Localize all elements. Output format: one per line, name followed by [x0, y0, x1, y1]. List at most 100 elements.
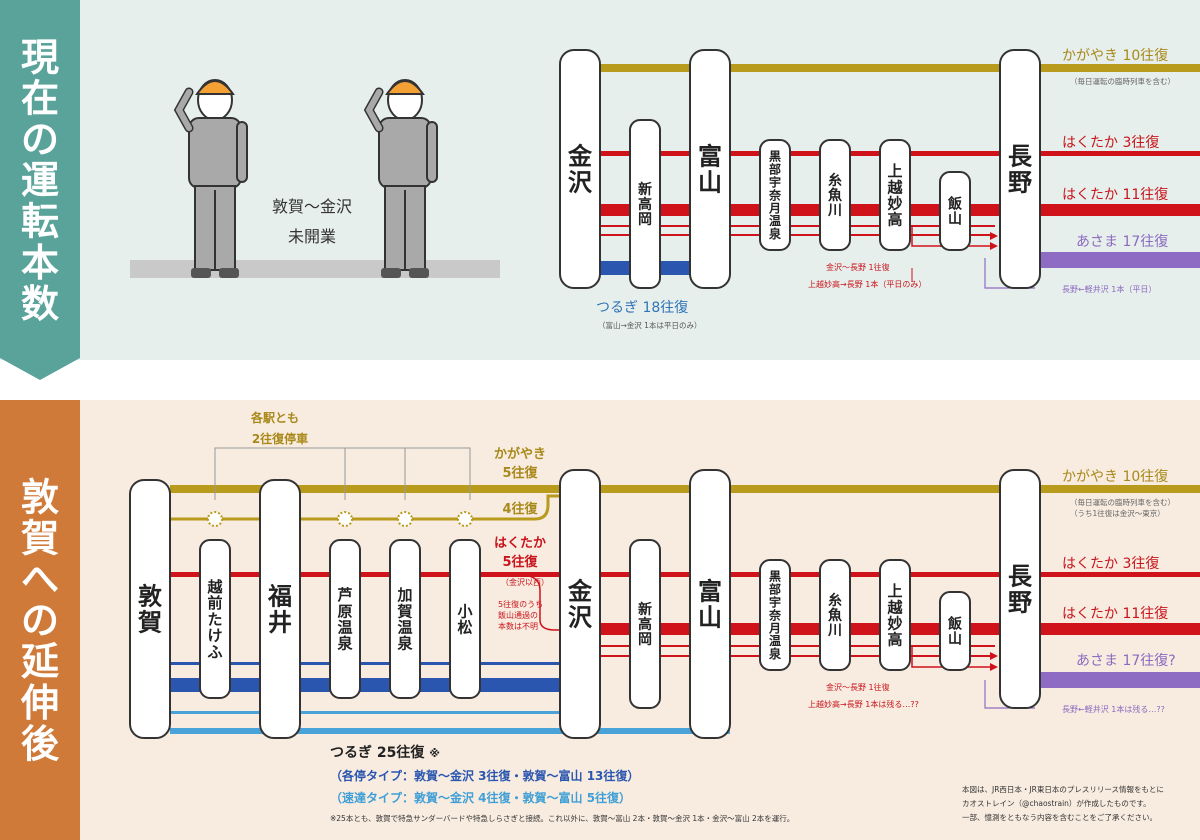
- stop-bracket: [214, 447, 471, 500]
- unopened-label-line2: 未開業: [288, 227, 336, 246]
- svg-text:運: 運: [21, 159, 59, 203]
- stop-marker-kagaonsen: [397, 511, 413, 527]
- credit-line-1: 本図は、JR西日本・JR東日本のプレスリリース情報をもとに: [962, 784, 1164, 794]
- svg-text:温: 温: [769, 634, 781, 648]
- station-label-ext-7: 新高岡: [638, 601, 652, 648]
- hakutaka11-ext-current: [1035, 204, 1200, 216]
- svg-text:黒: 黒: [769, 569, 781, 583]
- svg-text:長: 長: [1008, 143, 1033, 171]
- station-label-current-7: 長野: [1008, 143, 1033, 197]
- svg-text:松: 松: [457, 619, 472, 637]
- station-echizen-takefu: [199, 539, 231, 699]
- svg-text:芦: 芦: [337, 586, 352, 604]
- svg-text:山: 山: [948, 632, 962, 648]
- svg-text:伸: 伸: [20, 681, 59, 725]
- svg-text:賀: 賀: [137, 609, 162, 637]
- tsurugi-footnote: ※25本とも、敦賀で特急サンダーバードや特急しらさぎと接続。これ以外に、敦賀〜富…: [330, 813, 794, 823]
- tsurugi-line-ext-3: [170, 711, 575, 714]
- svg-text:妙: 妙: [887, 195, 902, 213]
- station-nagano-ext: [999, 469, 1041, 709]
- station-label-ext-6: 金沢: [567, 578, 593, 632]
- kagayaki-note-ext-1: （毎日運転の臨時列車を含む）: [1070, 497, 1175, 507]
- station-label-current-0: 金沢: [567, 143, 593, 197]
- svg-text:賀: 賀: [396, 602, 412, 620]
- svg-text:奈: 奈: [768, 187, 782, 202]
- joetsu-nagano-note-current: 上越妙高→長野 1本（平日のみ）: [808, 279, 926, 289]
- svg-text:富: 富: [698, 578, 722, 606]
- svg-text:岡: 岡: [638, 632, 652, 648]
- svg-text:現: 現: [21, 36, 59, 80]
- svg-text:飯: 飯: [947, 195, 963, 212]
- station-komatsu: [449, 539, 481, 699]
- station-nagano-current: [999, 49, 1041, 289]
- svg-text:敦: 敦: [138, 583, 163, 611]
- hakutaka-iiyama-note-1: 5往復のうち: [498, 599, 543, 609]
- svg-text:新: 新: [638, 601, 652, 618]
- arrow-head-ext-2: [990, 652, 998, 660]
- worker-illustration-right: [363, 79, 438, 278]
- hakutaka-iiyama-note-2: 飯山通過の: [498, 610, 538, 620]
- kanazawa-nagano-note-current: 金沢〜長野 1往復: [826, 262, 890, 272]
- hakutaka-3-line-current: [575, 151, 1060, 156]
- arrow-head-1: [990, 242, 998, 250]
- svg-text:高: 高: [887, 211, 902, 229]
- station-label-current-5: 上越妙高: [886, 162, 903, 229]
- svg-text:後: 後: [21, 722, 60, 766]
- svg-text:部: 部: [769, 581, 781, 596]
- svg-text:福: 福: [267, 583, 292, 611]
- svg-text:宇: 宇: [769, 174, 781, 189]
- tsurugi-summary-title: つるぎ 25往復 ※: [330, 744, 440, 761]
- kagayaki-line-ext-current: [1035, 64, 1200, 72]
- ground-bar: [130, 260, 500, 278]
- station-tsuruga: [129, 479, 171, 739]
- svg-text:高: 高: [638, 196, 652, 213]
- station-label-ext-12: 飯山: [947, 615, 963, 647]
- station-label-ext-2: 福井: [267, 583, 292, 637]
- credit-line-3: 一部、憶測をともなう内容を含むことをご了承ください。: [962, 812, 1157, 822]
- svg-text:月: 月: [768, 201, 781, 215]
- arrow-head-ext-1: [990, 663, 998, 671]
- station-joetsu-ext: [879, 559, 911, 671]
- svg-text:富: 富: [698, 143, 722, 171]
- svg-text:黒: 黒: [769, 149, 781, 163]
- station-toyama-current: [689, 49, 731, 289]
- station-label-ext-11: 上越妙高: [886, 582, 903, 649]
- svg-text:越: 越: [886, 178, 903, 196]
- svg-text:山: 山: [698, 604, 722, 632]
- svg-text:本: 本: [21, 241, 59, 285]
- svg-text:延: 延: [21, 640, 59, 684]
- hakutaka-3-label-current: はくたか 3往復: [1062, 134, 1159, 151]
- svg-text:た: た: [207, 610, 222, 628]
- svg-text:高: 高: [887, 631, 902, 649]
- kagayaki-4-label: 4往復: [502, 501, 538, 517]
- svg-text:在: 在: [21, 77, 59, 121]
- svg-text:高: 高: [638, 616, 652, 633]
- svg-text:け: け: [207, 627, 222, 645]
- svg-text:泉: 泉: [336, 635, 353, 653]
- hakutaka-11-label-current: はくたか 11往復: [1062, 186, 1168, 203]
- svg-text:賀: 賀: [21, 517, 59, 561]
- hakutaka3-ext-current: [1035, 151, 1200, 156]
- svg-text:宇: 宇: [769, 594, 781, 609]
- svg-text:温: 温: [337, 619, 352, 637]
- asama-label-ext: あさま 17往復?: [1076, 652, 1176, 669]
- asama-line-current: [1035, 252, 1200, 268]
- svg-text:上: 上: [887, 582, 902, 600]
- stop-marker-echizen: [207, 511, 223, 527]
- svg-text:糸: 糸: [828, 592, 842, 609]
- svg-text:山: 山: [948, 212, 962, 228]
- svg-text:へ: へ: [21, 558, 59, 602]
- svg-text:井: 井: [268, 609, 292, 637]
- svg-text:飯: 飯: [947, 615, 963, 632]
- svg-text:魚: 魚: [828, 607, 842, 624]
- tsurugi-line-ext-1: [170, 662, 575, 665]
- stop-note-line2: 2往復停車: [252, 431, 308, 446]
